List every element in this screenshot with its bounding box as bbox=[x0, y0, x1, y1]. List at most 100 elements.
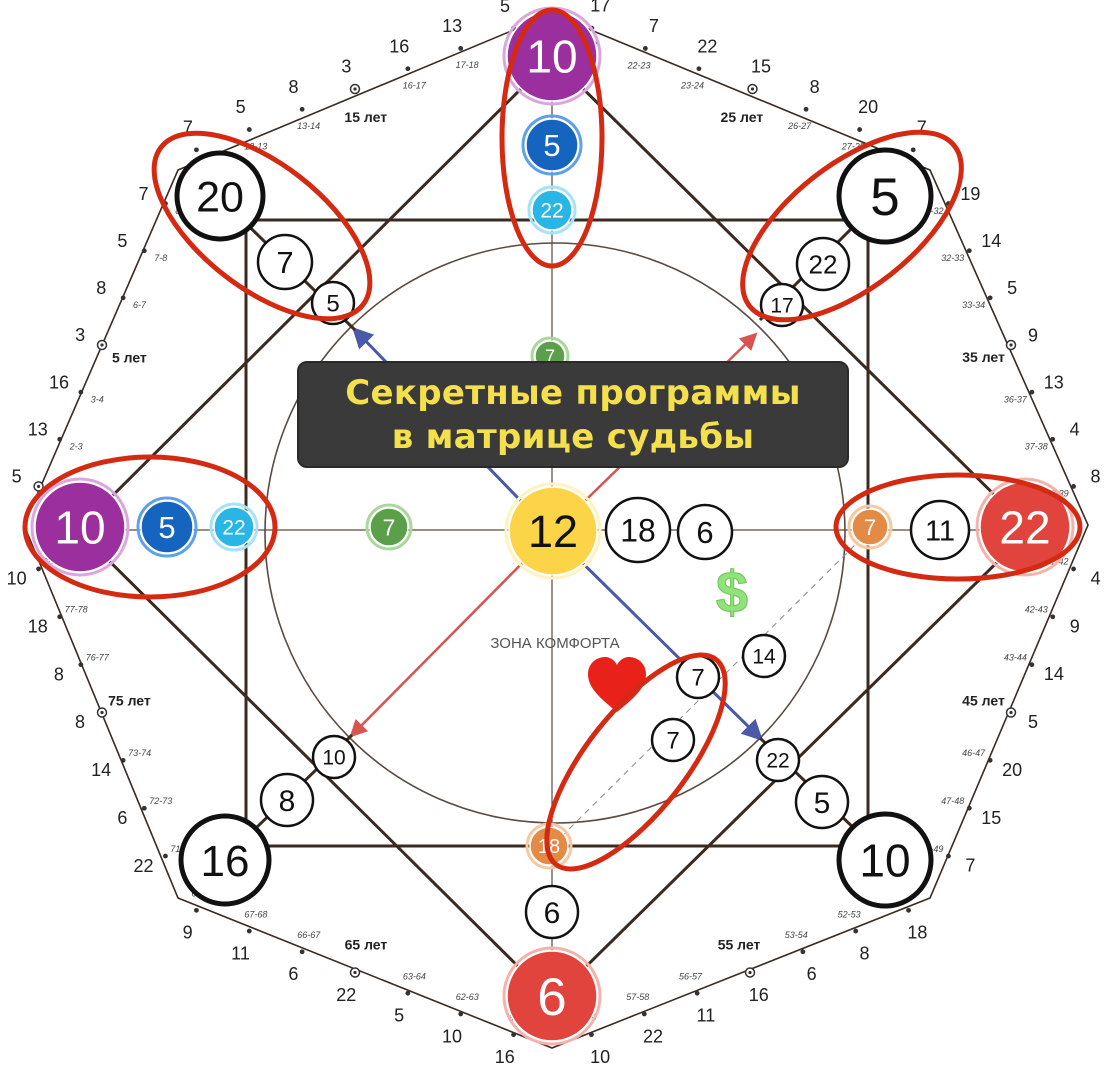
age-range-label: 6-7 bbox=[133, 300, 147, 310]
age-range-label: 53-54 bbox=[785, 930, 808, 940]
age-label: 45 лет bbox=[962, 693, 1005, 709]
scale-value: 9 bbox=[1070, 616, 1080, 636]
scale-value: 8 bbox=[1091, 467, 1101, 487]
scale-value: 6 bbox=[117, 808, 127, 828]
node-center-right-1: 18 bbox=[604, 496, 672, 564]
node-top-right: 5 bbox=[836, 147, 934, 245]
node-center-right-2: 6 bbox=[676, 503, 734, 561]
node-value: 7 bbox=[691, 665, 704, 692]
age-range-label: 16-17 bbox=[403, 81, 427, 91]
outer-octagon bbox=[23, 13, 1089, 1049]
age-label: 75 лет bbox=[108, 692, 151, 708]
scale-value: 10 bbox=[590, 1047, 610, 1067]
highlight-top-right bbox=[740, 129, 964, 323]
node-bottom-left-2: 8 bbox=[259, 772, 315, 828]
scale-value: 16 bbox=[49, 372, 69, 392]
node-top-right-2: 22 bbox=[795, 236, 851, 292]
age-range-label: 31-32 bbox=[920, 206, 943, 216]
highlight-top-left bbox=[151, 130, 373, 322]
highlight-right bbox=[833, 472, 1083, 582]
node-bottom-inner: 6 bbox=[524, 884, 580, 940]
node-bottom-right: 10 bbox=[836, 811, 934, 909]
scale-value: 18 bbox=[907, 923, 927, 943]
highlight-top bbox=[499, 7, 605, 269]
node-value: 7 bbox=[864, 515, 876, 540]
age-range-label: 67-68 bbox=[244, 909, 267, 919]
node-value: 5 bbox=[543, 128, 560, 163]
scale-value: 10 bbox=[7, 569, 27, 589]
age-label: 55 лет bbox=[718, 937, 761, 953]
node-value: 12 bbox=[528, 506, 578, 557]
node-right-orange: 7 bbox=[847, 504, 893, 550]
age-label: 5 лет bbox=[112, 349, 147, 365]
highlight-love-line bbox=[544, 652, 728, 872]
node-top-right-3: 17 bbox=[759, 282, 805, 328]
node-value: 22 bbox=[540, 200, 563, 223]
node-value: 10 bbox=[526, 31, 577, 83]
node-left-blue: 5 bbox=[136, 496, 198, 558]
node-bottom: 6 bbox=[502, 946, 602, 1046]
age-label: 35 лет bbox=[962, 349, 1005, 365]
age-range-label: 32-33 bbox=[941, 253, 964, 263]
scale-value: 11 bbox=[697, 1006, 716, 1026]
scale-value: 13 bbox=[1044, 372, 1064, 392]
node-top-left-2: 7 bbox=[256, 233, 314, 291]
scale-value: 6 bbox=[807, 964, 817, 984]
age-range-label: 42-43 bbox=[1025, 605, 1048, 615]
scale-value: 5 bbox=[12, 467, 22, 487]
age-range-label: 13-14 bbox=[297, 121, 320, 131]
age-range-label: 62-63 bbox=[456, 992, 479, 1002]
node-right-inner: 11 bbox=[909, 499, 971, 561]
age-label: 25 лет bbox=[721, 109, 764, 125]
age-range-label: 7-8 bbox=[154, 253, 167, 263]
scale-value: 16 bbox=[749, 985, 769, 1005]
node-bottom-right-3: 22 bbox=[755, 737, 801, 783]
highlight-ellipses bbox=[22, 7, 1083, 872]
node-value: 22 bbox=[809, 249, 838, 279]
scale-bottom-right: 51-521852-53853-5461656-571157-582258-59… bbox=[573, 889, 927, 1067]
node-value: 7 bbox=[545, 346, 555, 366]
node-love-3: 14 bbox=[741, 633, 787, 679]
scale-value: 14 bbox=[1044, 664, 1064, 684]
blue-arrow-bottom-right bbox=[550, 531, 763, 741]
age-label: 15 лет bbox=[344, 109, 387, 125]
node-love-1: 7 bbox=[675, 654, 721, 700]
age-range-label: 72-73 bbox=[149, 796, 172, 806]
comfort-zone-label: ЗОНА КОМФОРТА bbox=[490, 635, 619, 652]
node-value: 5 bbox=[326, 291, 339, 318]
scale-left-lower: 71-722272-73673-7414876-77877-781878-791… bbox=[7, 557, 194, 876]
node-value: 8 bbox=[279, 785, 296, 818]
node-top-blue: 5 bbox=[521, 114, 583, 176]
node-right: 22 bbox=[975, 477, 1075, 577]
age-label: 65 лет bbox=[345, 937, 388, 953]
node-value: 6 bbox=[696, 515, 713, 550]
node-value: 5 bbox=[870, 168, 899, 227]
node-top-left: 20 bbox=[174, 150, 266, 242]
scale-value: 7 bbox=[917, 117, 927, 137]
node-left-green: 7 bbox=[365, 503, 413, 551]
node-love-2: 7 bbox=[650, 717, 696, 763]
node-top-left-3: 5 bbox=[310, 280, 356, 326]
scale-value: 8 bbox=[859, 943, 869, 963]
scale-value: 22 bbox=[697, 36, 717, 56]
scale-value: 10 bbox=[442, 1026, 462, 1046]
node-value: 20 bbox=[196, 173, 244, 221]
scale-value: 13 bbox=[442, 16, 462, 36]
scale-value: 14 bbox=[981, 231, 1001, 251]
age-range-label: 36-37 bbox=[1004, 394, 1028, 404]
node-value: 10 bbox=[322, 747, 345, 770]
scale-value: 15 bbox=[981, 808, 1001, 828]
age-range-label: 33-34 bbox=[962, 300, 985, 310]
scale-value: 16 bbox=[495, 1047, 515, 1067]
scale-value: 7 bbox=[139, 184, 149, 204]
node-value: 22 bbox=[222, 517, 245, 540]
inner-circle bbox=[264, 242, 846, 824]
age-range-label: 37-38 bbox=[1025, 442, 1048, 452]
scale-value: 9 bbox=[183, 923, 193, 943]
scale-bottom-left: 61-621662-631063-6452266-67667-681168-69… bbox=[183, 889, 532, 1067]
age-range-label: 2-3 bbox=[69, 442, 83, 452]
scale-value: 19 bbox=[960, 184, 980, 204]
node-value: 11 bbox=[925, 515, 955, 547]
node-center: 12 bbox=[504, 482, 602, 580]
